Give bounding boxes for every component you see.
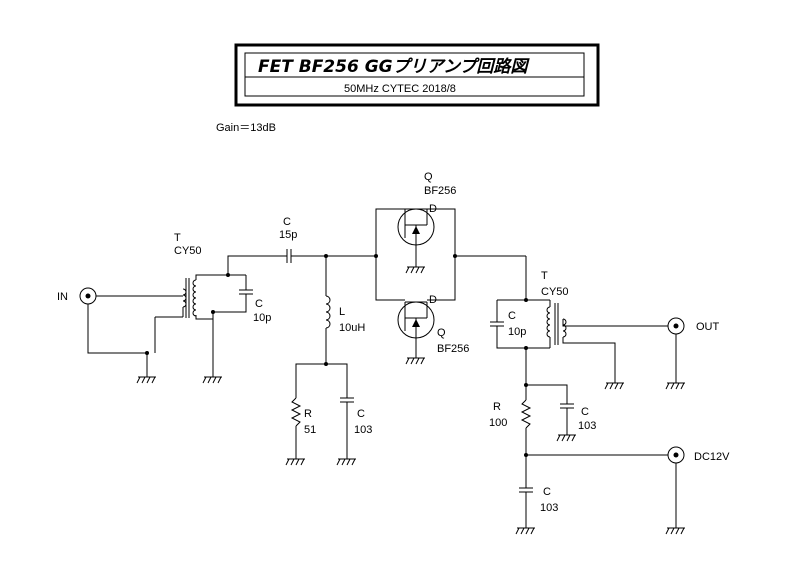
ground-symbol — [405, 357, 425, 365]
fet-q1: D Q BF256 — [397, 171, 456, 267]
inductor-l: L 10uH — [325, 256, 365, 364]
c-in-ref: C — [283, 216, 291, 228]
r-d-ref: R — [493, 401, 501, 413]
c-g-ref: C — [357, 408, 365, 420]
title-block: FET BF256 GGプリアンプ回路図 50MHz CYTEC 2018/8 — [234, 43, 600, 107]
transformer-t2: T CY50 — [541, 270, 668, 383]
capacitor-c103-drain: C 103 — [560, 403, 596, 435]
ground-symbol — [285, 458, 305, 466]
c-dc-ref: C — [543, 486, 551, 498]
input-connector: IN — [57, 287, 97, 305]
t2-value: CY50 — [541, 286, 569, 298]
q1-value: BF256 — [424, 185, 456, 197]
fet-q2: D Q BF256 — [397, 294, 469, 358]
c-dc-value: 103 — [540, 502, 558, 514]
title-sub: 50MHz CYTEC 2018/8 — [344, 83, 456, 95]
c-t2-ref: C — [508, 310, 516, 322]
resistor-r100: R 100 — [489, 399, 532, 455]
l-value: 10uH — [339, 322, 365, 334]
l-ref: L — [339, 306, 345, 318]
out-label: OUT — [696, 321, 720, 333]
ground-symbol — [604, 382, 624, 390]
transformer-t1: T CY50 — [154, 232, 228, 353]
c-t1-value: 10p — [253, 312, 271, 324]
t2-ref: T — [541, 270, 548, 282]
ground-symbol — [515, 527, 535, 535]
ground-symbol — [336, 458, 356, 466]
t1-value: CY50 — [174, 245, 202, 257]
r-g-value: 51 — [304, 424, 316, 436]
gain-text: Gain＝13dB — [216, 122, 276, 134]
ground-symbol — [405, 266, 425, 274]
c-g-value: 103 — [354, 424, 372, 436]
output-connector: OUT — [667, 317, 720, 335]
c-t1-ref: C — [255, 298, 263, 310]
title-main: FET BF256 GGプリアンプ回路図 — [258, 57, 530, 77]
t1-ref: T — [174, 232, 181, 244]
dc-connector: DC12V — [667, 446, 730, 464]
c-d-value: 103 — [578, 420, 596, 432]
c-t2-value: 10p — [508, 326, 526, 338]
q2-ref: Q — [437, 327, 446, 339]
in-label: IN — [57, 291, 68, 303]
q1-ref: Q — [424, 171, 433, 183]
c-d-ref: C — [581, 406, 589, 418]
ground-symbol — [136, 376, 156, 384]
r-d-value: 100 — [489, 417, 507, 429]
ground-symbol — [556, 434, 576, 442]
capacitor-c103-gate: C 103 — [340, 397, 372, 459]
ground-symbol — [665, 527, 685, 535]
ground-symbol — [202, 376, 222, 384]
resistor-r51: R 51 — [290, 397, 316, 459]
c-in-value: 15p — [279, 229, 297, 241]
r-g-ref: R — [304, 408, 312, 420]
ground-symbol — [665, 382, 685, 390]
q2-value: BF256 — [437, 343, 469, 355]
capacitor-c103-dc: C 103 — [519, 455, 558, 528]
dc-label: DC12V — [694, 451, 730, 463]
